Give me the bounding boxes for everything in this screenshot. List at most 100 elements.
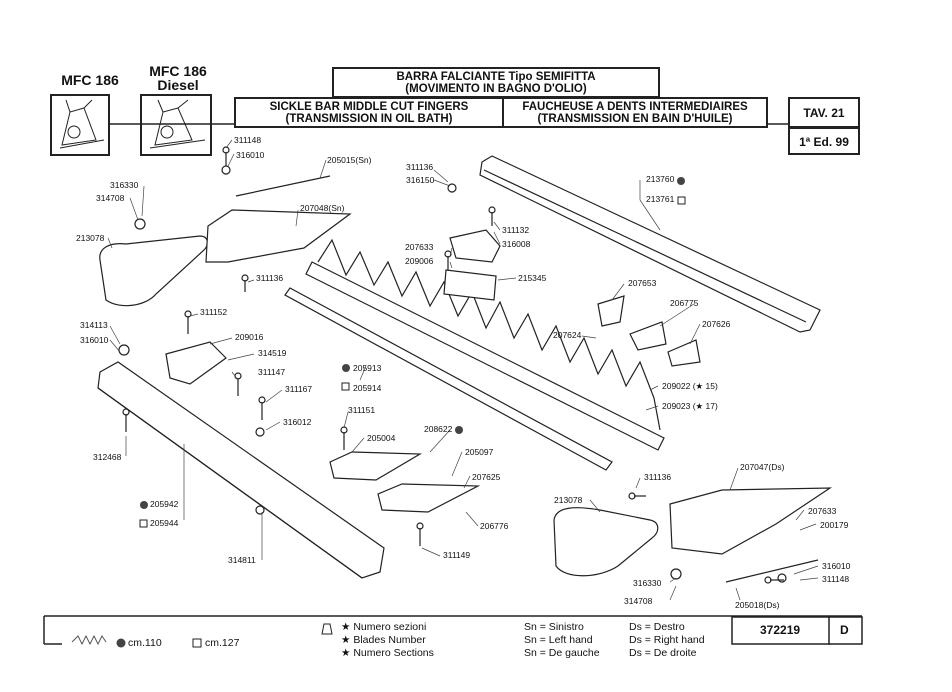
- part-label: 311148: [234, 135, 262, 145]
- legend-sections-fr: ★ Numero Sections: [341, 647, 434, 659]
- filled-circle-icon: [140, 501, 148, 509]
- part-label: 316330: [110, 180, 139, 190]
- part-label: 207626: [702, 319, 731, 329]
- part-label: 316330: [633, 578, 662, 588]
- plate-206775: [629, 321, 667, 351]
- model-mfc186-diesel-line2: Diesel: [157, 77, 199, 93]
- part-label: 209006: [405, 256, 434, 266]
- part-label: 311147: [258, 367, 286, 377]
- part-label: 207625: [472, 472, 501, 482]
- legend-ds-it: Ds = Destro: [629, 621, 685, 633]
- finger-205097: [377, 483, 481, 513]
- part-label: 207633: [808, 506, 837, 516]
- part-label: 213078: [554, 495, 583, 505]
- legend-ds-fr: Ds = De droite: [629, 647, 697, 659]
- title-french-line1: FAUCHEUSE A DENTS INTERMEDIAIRES: [522, 101, 748, 113]
- tav-box: TAV. 21: [788, 97, 860, 128]
- left-shoe: [99, 235, 209, 307]
- title-english-box: SICKLE BAR MIDDLE CUT FINGERS (TRANSMISS…: [234, 97, 504, 128]
- legend-cm127: cm.127: [205, 637, 240, 649]
- part-label: 205942: [150, 499, 179, 509]
- filled-circle-icon: [342, 364, 350, 372]
- part-label: 311152: [200, 307, 228, 317]
- legend-ds-en: Ds = Right hand: [629, 634, 705, 646]
- legend-sections-en: ★ Blades Number: [341, 634, 426, 646]
- part-label: 311148: [822, 574, 850, 584]
- part-label: 316010: [80, 335, 109, 345]
- part-label: 316010: [822, 561, 851, 571]
- title-italian-line1: BARRA FALCIANTE Tipo SEMIFITTA: [396, 71, 596, 83]
- model-mfc186: MFC 186: [61, 72, 119, 88]
- spring-icon: [71, 634, 107, 646]
- part-label: 213761: [646, 194, 675, 204]
- plate-207626: [667, 339, 701, 367]
- legend-sn-en: Sn = Left hand: [524, 634, 593, 646]
- left-fitting: [205, 209, 352, 263]
- part-label: 314708: [96, 193, 125, 203]
- part-label: 316012: [283, 417, 312, 427]
- part-label: 205004: [367, 433, 396, 443]
- washers: [118, 165, 787, 583]
- filled-circle-icon: [116, 638, 126, 648]
- machine-thumbnail-right: [140, 94, 212, 156]
- document-letter: D: [840, 623, 849, 637]
- leader-lines: [107, 139, 819, 601]
- title-italian-line2: (MOVIMENTO IN BAGNO D'OLIO): [405, 83, 587, 95]
- legend-cm110: cm.110: [128, 637, 162, 649]
- main-finger-bar: [97, 361, 385, 579]
- part-label: 215345: [518, 273, 547, 283]
- part-label: 314519: [258, 348, 287, 358]
- part-label: 312468: [93, 452, 122, 462]
- part-label: 311167: [285, 384, 313, 394]
- tav-number: TAV. 21: [803, 106, 845, 120]
- title-english-line2: (TRANSMISSION IN OIL BATH): [285, 113, 453, 125]
- part-label: 316010: [236, 150, 265, 160]
- part-label: 209022 (★ 15): [662, 381, 718, 391]
- part-label: 213078: [76, 233, 105, 243]
- part-label: 206776: [480, 521, 509, 531]
- legend-sections-it: ★ Numero sezioni: [341, 621, 427, 633]
- part-label: 311136: [256, 273, 284, 283]
- part-label: 311136: [644, 472, 672, 482]
- part-label: 206775: [670, 298, 699, 308]
- part-label: 205914: [353, 383, 382, 393]
- title-french-line2: (TRANSMISSION EN BAIN D'HUILE): [537, 113, 733, 125]
- wear-plate-209016: [165, 341, 227, 385]
- filled-circle-icon: [677, 177, 685, 185]
- legend-frame: [43, 615, 863, 645]
- part-label: 207624: [553, 330, 582, 340]
- knife-section-icon: [321, 623, 333, 635]
- part-label: 314811: [228, 555, 256, 565]
- finger-205004: [329, 451, 423, 481]
- part-label: 311151: [348, 405, 376, 415]
- legend-sections-en-text: Blades Number: [353, 634, 426, 646]
- part-label: 316008: [502, 239, 531, 249]
- rod-205018: [725, 559, 819, 583]
- empty-square-icon: [677, 196, 686, 205]
- empty-square-icon: [192, 638, 202, 648]
- edition-label: 1ª Ed. 99: [799, 135, 849, 149]
- right-fitting: [669, 487, 833, 555]
- bolts: [122, 146, 784, 584]
- filled-circle-icon: [455, 426, 463, 434]
- document-code: 372219: [760, 623, 801, 637]
- exploded-view: [97, 146, 833, 584]
- empty-square-icon: [341, 382, 350, 391]
- empty-square-icon: [139, 519, 148, 528]
- part-label: 209016: [235, 332, 264, 342]
- part-label: 205944: [150, 518, 179, 528]
- part-label: 207653: [628, 278, 657, 288]
- part-label: 314113: [80, 320, 108, 330]
- part-label: 205018(Ds): [735, 600, 780, 610]
- part-label: 314708: [624, 596, 653, 606]
- part-label: 213760: [646, 174, 675, 184]
- part-label: 316150: [406, 175, 435, 185]
- part-label: 205913: [353, 363, 382, 373]
- part-label: 207633: [405, 242, 434, 252]
- legend-sections-fr-text: Numero Sections: [353, 647, 434, 659]
- part-label: 207047(Ds): [740, 462, 785, 472]
- part-label: 200179: [820, 520, 849, 530]
- knife-head-plate: [443, 269, 497, 301]
- part-label: 311136: [406, 162, 434, 172]
